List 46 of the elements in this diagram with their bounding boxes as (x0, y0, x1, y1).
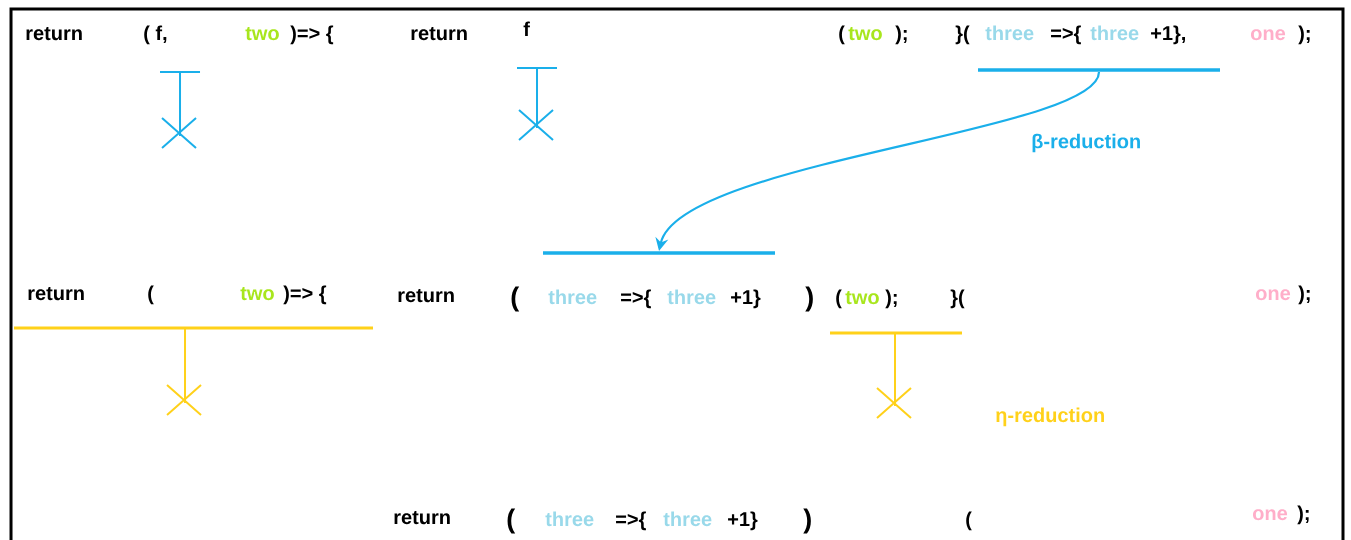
code-text: three (985, 25, 1034, 41)
code-text: return (28, 286, 84, 301)
code-text: three (1090, 25, 1139, 41)
code-text: )=> { (290, 25, 334, 45)
code-text: ) (805, 286, 813, 312)
code-text: ( (511, 286, 520, 312)
code-text: one (1253, 509, 1288, 521)
code-text: ( (966, 511, 972, 531)
code-text: ( (836, 289, 842, 309)
code-text: one (1256, 289, 1291, 301)
code-text: return (26, 26, 82, 41)
code-text: =>{ (621, 289, 651, 309)
bar (978, 68, 1220, 72)
code-text: ( f, (144, 25, 167, 45)
code-text: return (394, 510, 450, 525)
code-text: two (240, 286, 274, 301)
code-text: three (663, 511, 712, 527)
code-text: ); (1298, 285, 1310, 305)
code-text: three (548, 289, 597, 305)
code-text: }( (955, 25, 970, 45)
code-text: ); (895, 25, 907, 45)
code-text: two (845, 290, 879, 305)
code-text: ); (1297, 505, 1309, 525)
code-text: return (398, 288, 454, 303)
code-text: ); (885, 289, 897, 309)
code-text: two (245, 26, 279, 41)
code-text: )=> { (283, 285, 327, 305)
code-text: +1}, (1151, 25, 1185, 45)
code-text: ) (803, 508, 811, 534)
code-text: three (545, 511, 594, 527)
code-text: ); (1298, 25, 1310, 45)
code-text: ( (507, 508, 516, 534)
code-text: f (523, 21, 530, 36)
code-text: η-reduction (996, 407, 1104, 427)
code-text: +1} (728, 511, 758, 531)
code-text: =>{ (1051, 25, 1081, 45)
code-text: three (667, 289, 716, 305)
code-text: }( (950, 289, 965, 309)
code-text: =>{ (616, 511, 646, 531)
code-text: return (411, 26, 467, 41)
code-text: +1} (731, 289, 761, 309)
code-text: one (1251, 29, 1286, 41)
code-text: two (848, 26, 882, 41)
edge-label: β-reduction (1032, 133, 1140, 153)
code-text: ( (148, 285, 154, 305)
code-text: ( (839, 25, 845, 45)
